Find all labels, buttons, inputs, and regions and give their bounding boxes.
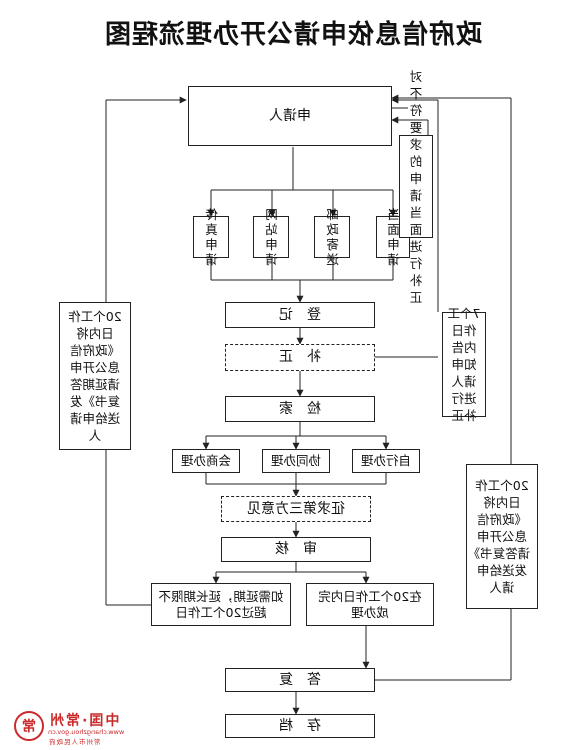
logo-name: 中国·常州 [48,713,120,729]
handler-cooperative-label: 协同办理 [271,453,322,468]
note-extended-delivery: 20个工作日内将《政府信息公开申请延期答复书》发送给申请人 [59,302,131,450]
extension-box: 如需延期，延长期限不超过20个工作日 [151,583,291,626]
applicant-label: 申请人 [269,107,311,124]
supplement-label: 补正 [265,349,321,366]
channel-web-label: 网站申请 [264,207,278,267]
third-party-label: 征求第三方意见 [247,500,345,517]
logo-slogan: 常州市人民政府 [48,738,101,746]
handler-self-label: 自行办理 [361,453,412,468]
handler-consult-label: 会商办理 [181,453,232,468]
logo-url: www.changzhou.gov.cn [48,728,125,736]
archive-box: 存档 [225,714,375,738]
review-box: 审核 [221,537,371,562]
reply-box: 答复 [225,668,375,692]
register-box: 登记 [225,302,375,328]
channel-box-fax: 传真申请 [193,207,229,267]
complete-in-20-box: 在20个工作日内完成办理 [306,583,434,626]
channel-post-label: 邮政寄送 [325,207,339,267]
handler-box-cooperative: 协同办理 [262,449,330,473]
note-twenty-day-delivery-text: 20个工作日内将《政府信息公开申请答复书》发送给申请人 [473,478,531,595]
register-label: 登记 [265,306,321,323]
handler-box-consult: 会商办理 [172,449,240,473]
channel-box-post: 邮政寄送 [314,207,350,267]
review-label: 审核 [261,541,317,558]
archive-label: 存档 [265,717,321,734]
applicant-box: 申请人 [188,86,392,146]
search-label: 检索 [265,400,321,417]
note-seven-day: 7个工作日内告知申请人进行补正 [442,306,486,423]
complete-in-20-label: 在20个工作日内完成办理 [318,588,422,620]
note-onsite-supplement-text: 对不符要求的申请当面进行补正 [409,68,423,305]
site-logo: 常 中国·常州 www.changzhou.gov.cn 常州市人民政府 [6,708,136,746]
note-twenty-day-delivery: 20个工作日内将《政府信息公开申请答复书》发送给申请人 [466,464,538,609]
channel-fax-label: 传真申请 [204,207,218,267]
channel-box-web: 网站申请 [253,207,289,267]
handler-box-self: 自行办理 [352,449,420,473]
note-seven-day-text: 7个工作日内告知申请人进行补正 [447,306,481,423]
search-box: 检索 [225,396,375,422]
reply-label: 答复 [265,671,321,688]
logo-emblem-icon: 常 [14,711,44,741]
note-extended-delivery-text: 20个工作日内将《政府信息公开申请延期答复书》发送给申请人 [68,309,122,443]
extension-label: 如需延期，延长期限不超过20个工作日 [158,588,284,620]
third-party-box: 征求第三方意见 [221,496,371,522]
supplement-box: 补正 [225,344,375,371]
note-onsite-supplement: 对不符要求的申请当面进行补正 [399,69,433,305]
